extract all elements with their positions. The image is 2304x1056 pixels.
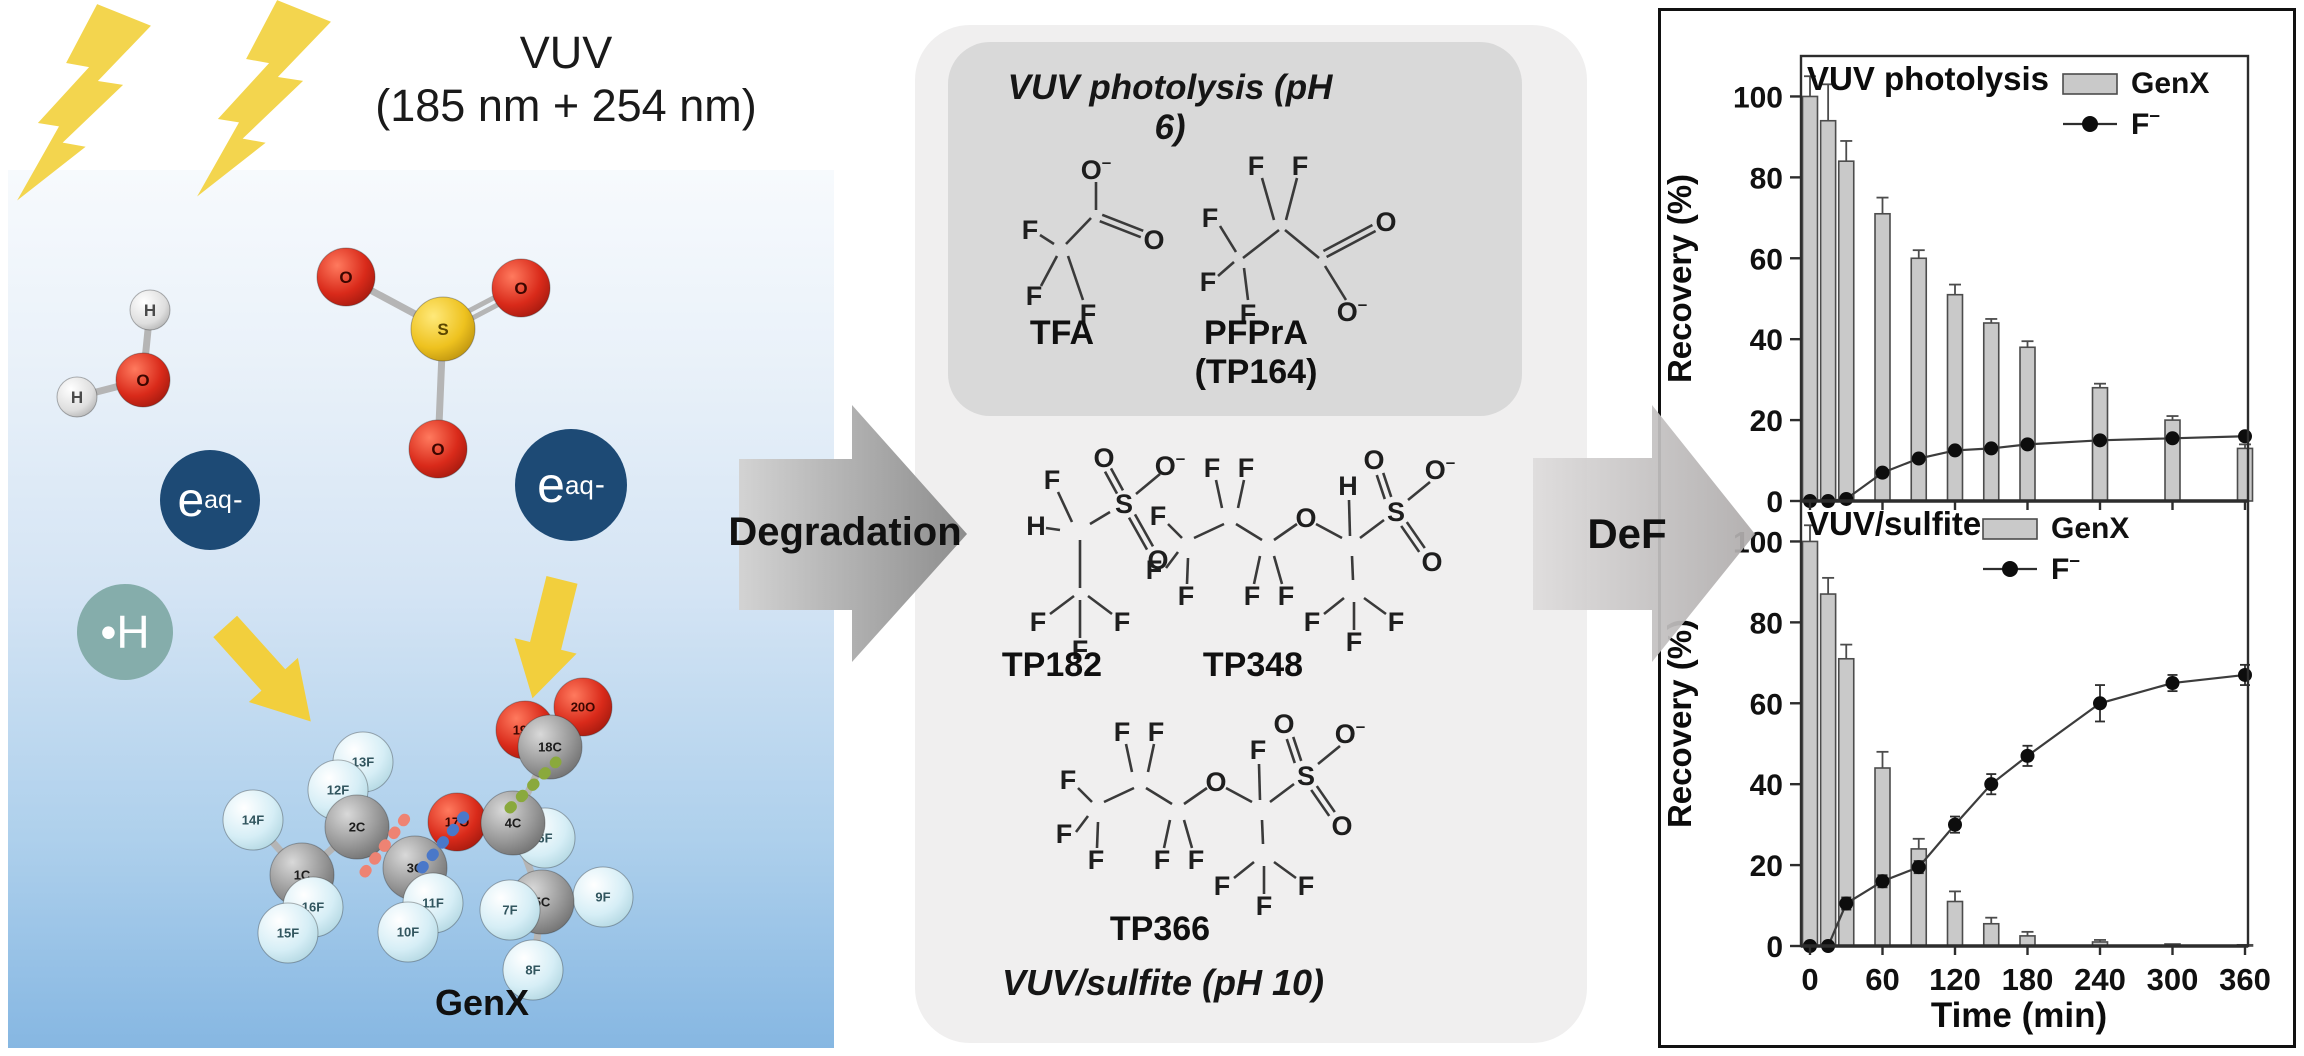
pfpra-line1: PFPrA [1204, 314, 1308, 352]
genx-bar [1819, 593, 1837, 947]
y-axis-label: Recovery (%) [1661, 619, 1698, 828]
vuv-title-line2: (185 nm + 254 nm) [375, 80, 757, 131]
legend-fluoride-label: F– [2131, 105, 2160, 141]
genx-bar [1801, 540, 1819, 947]
fluoride-point [2020, 748, 2035, 763]
genx-bar [1837, 160, 1855, 502]
atom-label: 360 [2219, 962, 2271, 997]
atom-label: 0 [1766, 486, 1783, 519]
atom-label: 120 [1929, 962, 1981, 997]
atom-label: 0 [1766, 931, 1783, 964]
legend-point-swatch [2002, 561, 2018, 577]
atom-label: 60 [1750, 243, 1783, 276]
hydrogen-radical-badge: •H [77, 584, 173, 680]
fluoride-point [1875, 874, 1890, 889]
fluoride-point [1948, 443, 1962, 458]
eaq-base: e [537, 457, 565, 513]
plot-frame [1799, 499, 2250, 948]
vuv-lamp-title: VUV (185 nm + 254 nm) [316, 26, 816, 132]
fluoride-point [1911, 860, 1926, 875]
fluoride-point [2093, 696, 2107, 711]
genx-bar [2236, 447, 2254, 502]
fluoride-point [2238, 667, 2252, 682]
vuv-photolysis-box-title: VUV photolysis (pH 6) [1007, 68, 1333, 147]
vuv-sulfite-caption: VUV/sulfite (pH 10) [1001, 962, 1325, 1003]
legend-bar-swatch [2062, 73, 2118, 95]
fluoride-point [1984, 777, 1999, 792]
fluoride-point [2165, 431, 2180, 446]
fluoride-point [1948, 817, 1962, 832]
fluoride-point [1839, 491, 1854, 506]
chart-title: VUV photolysis [1807, 60, 2049, 97]
genx-bar [2019, 346, 2036, 502]
fluoride-point [1911, 451, 1926, 466]
fluoride-point [2165, 676, 2180, 691]
eaq-sub: aq [204, 485, 232, 514]
legend-genx-label: GenX [2131, 67, 2209, 100]
structure-caption-tfa: TFA [1029, 314, 1095, 352]
atom-label: 300 [2147, 962, 2199, 997]
atom-label: 40 [1750, 324, 1783, 357]
legend-fluoride-label: F– [2051, 550, 2080, 586]
genx-bar [1874, 212, 1891, 502]
fluoride-point [1839, 896, 1854, 911]
atom-label: 0 [1801, 962, 1818, 997]
x-axis-label: Time (min) [1931, 996, 2107, 1035]
genx-bar [1946, 900, 1964, 947]
atom-label: 80 [1750, 162, 1783, 195]
atom-label: 20 [1750, 405, 1783, 438]
fluoride-point [1875, 465, 1890, 480]
fluoride-point [2238, 429, 2252, 444]
structure-caption-tp182: TP182 [1001, 646, 1103, 684]
eaq-base: e [177, 473, 205, 527]
fluoride-point [2093, 433, 2107, 448]
eaq-sub: aq [564, 469, 594, 500]
legend-point-swatch [2082, 116, 2098, 132]
fluoride-point [2020, 437, 2035, 452]
eaq-sup: - [594, 468, 605, 501]
atom-label: 100 [1733, 81, 1783, 114]
atom-label: 180 [2002, 962, 2054, 997]
atom-label: 20 [1750, 850, 1783, 883]
atom-label: 80 [1750, 607, 1783, 640]
degradation-arrow-label: Degradation [728, 510, 962, 554]
structure-caption-pfpra: PFPrA (TP164) [1176, 314, 1336, 392]
atom-label: 60 [1750, 688, 1783, 721]
atom-label: 60 [1865, 962, 1899, 997]
atom-label: 40 [1750, 769, 1783, 802]
pfpra-line2: (TP164) [1194, 353, 1318, 391]
genx-molecule-label: GenX [434, 982, 530, 1023]
chart-vuv-sulfite: 0 20 40 60 80 100 0 60 120 180 240 300 360 VUV/sulfit… [1661, 499, 2271, 1035]
genx-bar [1982, 322, 2000, 502]
genx-bar [1982, 922, 2000, 947]
atom-label: 100 [1733, 526, 1783, 559]
fluoride-point [1984, 441, 1999, 456]
eaq-sup: - [232, 483, 243, 516]
legend-bar-swatch [1982, 518, 2038, 540]
genx-bar [1819, 119, 1837, 502]
legend-genx-label: GenX [2051, 512, 2129, 545]
structure-caption-tp366: TP366 [1109, 910, 1211, 948]
defluorination-arrow-label: DeF [1587, 510, 1667, 557]
genx-bar [1801, 95, 1819, 502]
chart-title: VUV/sulfite [1807, 505, 1981, 542]
vuv-title-line1: VUV [519, 27, 613, 78]
genx-bar [1874, 767, 1891, 947]
genx-bar [1946, 293, 1964, 502]
structure-caption-tp348: TP348 [1202, 646, 1304, 684]
y-axis-label: Recovery (%) [1661, 174, 1698, 383]
atom-label: 240 [2074, 962, 2126, 997]
